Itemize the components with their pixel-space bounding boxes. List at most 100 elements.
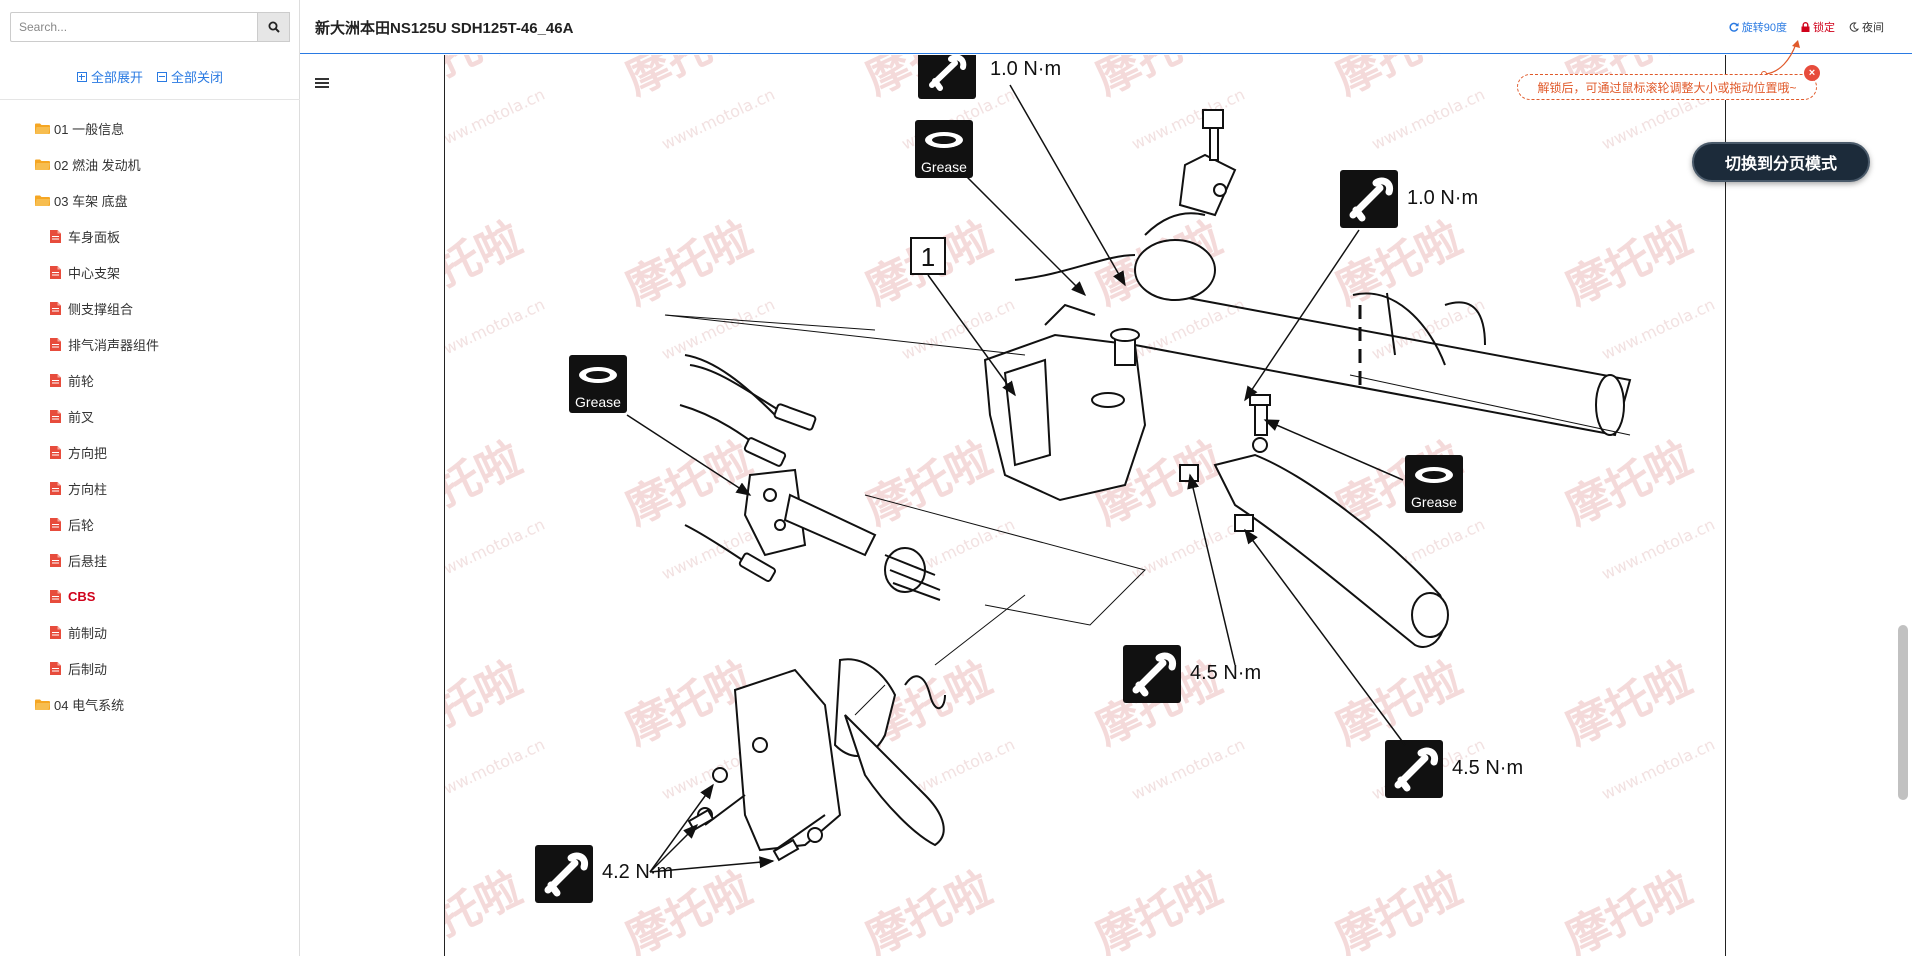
expand-all-button[interactable]: 全部展开	[76, 67, 143, 86]
switch-page-mode-button[interactable]: 切换到分页模式	[1692, 142, 1870, 182]
rotate-label: 旋转90度	[1741, 22, 1787, 34]
watermark-url: www.motola.cn	[445, 295, 548, 364]
watermark-text: 摩托啦	[1328, 55, 1469, 105]
watermark-url: www.motola.cn	[445, 515, 548, 584]
tree-file[interactable]: 后悬挂	[0, 542, 300, 578]
watermark-text: 摩托啦	[618, 55, 759, 105]
watermark-text: 摩托啦	[1558, 863, 1699, 956]
lock-button[interactable]: 锁定	[1801, 19, 1835, 35]
watermark-url: www.motola.cn	[899, 295, 1018, 364]
moon-icon	[1849, 22, 1859, 32]
expand-collapse-row: 全部展开 全部关闭	[0, 54, 300, 100]
file-icon	[50, 409, 61, 423]
rotate-button[interactable]: 旋转90度	[1729, 19, 1787, 35]
tree-item-label: 后轮	[68, 517, 95, 533]
tree-file[interactable]: 前叉	[0, 398, 300, 434]
cbs-housing	[983, 109, 1237, 502]
search-input[interactable]	[10, 12, 257, 42]
tree-file[interactable]: 车身面板	[0, 218, 300, 254]
handlebar-grip	[1134, 289, 1632, 437]
tree-file[interactable]: 后制动	[0, 650, 300, 686]
watermark-url: www.motola.cn	[1129, 515, 1248, 584]
svg-text:Grease: Grease	[575, 394, 621, 410]
tree-folder[interactable]: 04 电气系统	[0, 686, 300, 722]
tree-item-label: 车身面板	[68, 229, 121, 245]
watermark-text: 摩托啦	[1558, 653, 1699, 755]
watermark-text: 摩托啦	[1328, 213, 1469, 315]
page-title: 新大洲本田NS125U SDH125T-46_46A	[315, 20, 574, 37]
expand-all-label: 全部展开	[90, 70, 143, 85]
tree-file[interactable]: 后轮	[0, 506, 300, 542]
watermark-layer: 摩托啦 摩托啦 摩托啦 摩托啦 摩托啦 摩托啦 摩托啦 摩托啦 摩托啦 摩托啦 …	[445, 55, 1718, 956]
search-icon	[268, 21, 280, 33]
watermark-url: www.motola.cn	[1599, 515, 1718, 584]
minus-square-icon	[157, 71, 167, 82]
watermark-text: 摩托啦	[1088, 55, 1229, 105]
hint-close-button[interactable]: ×	[1804, 65, 1820, 81]
watermark-url: www.motola.cn	[1599, 295, 1718, 364]
svg-text:4.5 N·m: 4.5 N·m	[1452, 757, 1523, 779]
svg-text:1.0 N·m: 1.0 N·m	[990, 58, 1061, 80]
watermark-url: www.motola.cn	[659, 295, 778, 364]
tree-file[interactable]: 方向柱	[0, 470, 300, 506]
watermark-url: www.motola.cn	[1599, 735, 1718, 804]
watermark-url: www.motola.cn	[1129, 735, 1248, 804]
watermark-text: 摩托啦	[1328, 653, 1469, 755]
tree-file[interactable]: CBS	[0, 578, 300, 614]
night-mode-button[interactable]: 夜间	[1849, 19, 1884, 35]
tree-file[interactable]: 侧支撑组合	[0, 290, 300, 326]
callout-1: 1	[910, 237, 1016, 397]
tree-item-label: 后制动	[68, 661, 108, 677]
rear-plate-assembly	[687, 594, 1026, 862]
tree-folder[interactable]: 03 车架 底盘	[0, 182, 300, 218]
tree-file[interactable]: 前制动	[0, 614, 300, 650]
toolbar: 旋转90度 锁定 夜间	[1729, 19, 1884, 35]
tree-file[interactable]: 方向把	[0, 434, 300, 470]
watermark-text: 摩托啦	[858, 433, 999, 535]
tree-item-label: 侧支撑组合	[68, 301, 134, 317]
svg-text:Grease: Grease	[1411, 494, 1457, 510]
svg-text:1.0 N·m: 1.0 N·m	[1407, 187, 1478, 209]
watermark-text: 摩托啦	[1088, 863, 1229, 956]
svg-text:Grease: Grease	[921, 159, 967, 175]
file-icon	[50, 445, 61, 459]
manual-page: 摩托啦 摩托啦 摩托啦 摩托啦 摩托啦 摩托啦 摩托啦 摩托啦 摩托啦 摩托啦 …	[444, 55, 1726, 956]
viewer-scrollbar[interactable]	[1898, 625, 1908, 800]
tree-item-label: 中心支架	[68, 265, 121, 281]
file-icon	[50, 589, 61, 603]
tree-file[interactable]: 排气消声器组件	[0, 326, 300, 362]
torque-callout-1: 1.0 N·m	[918, 55, 1126, 287]
watermark-url: www.motola.cn	[1129, 85, 1248, 154]
file-icon	[50, 373, 61, 387]
tree-item-label: 后悬挂	[68, 553, 108, 569]
cables-and-switch	[664, 314, 1146, 626]
svg-text:4.5 N·m: 4.5 N·m	[1190, 662, 1261, 684]
grease-badge-left: Grease	[569, 355, 752, 496]
lock-icon	[1801, 22, 1810, 32]
watermark-url: www.motola.cn	[445, 85, 548, 154]
header-bar: 新大洲本田NS125U SDH125T-46_46A 旋转90度 锁定 夜间	[300, 0, 1912, 54]
svg-text:1: 1	[921, 242, 935, 272]
search-button[interactable]	[257, 12, 290, 42]
torque-callout-5: 4.2 N·m	[535, 783, 775, 903]
tree-file[interactable]: 中心支架	[0, 254, 300, 290]
file-icon	[50, 337, 61, 351]
collapse-all-button[interactable]: 全部关闭	[157, 67, 223, 86]
torque-callout-4: 4.5 N·m	[1244, 528, 1523, 798]
tree-item-label: 前制动	[68, 625, 108, 641]
watermark-text: 摩托啦	[445, 433, 529, 535]
tree-item-label: 前叉	[68, 409, 95, 425]
torque-callout-3: 4.5 N·m	[1123, 473, 1261, 703]
tree-file[interactable]: 前轮	[0, 362, 300, 398]
watermark-text: 摩托啦	[618, 433, 759, 535]
watermark-text: 摩托啦	[445, 213, 529, 315]
document-viewer[interactable]: 摩托啦 摩托啦 摩托啦 摩托啦 摩托啦 摩托啦 摩托啦 摩托啦 摩托啦 摩托啦 …	[300, 55, 1912, 956]
watermark-text: 摩托啦	[1558, 213, 1699, 315]
menu-toggle-icon[interactable]	[315, 78, 329, 90]
folder-icon	[35, 699, 50, 710]
cbs-exploded-diagram: 摩托啦 摩托啦 摩托啦 摩托啦 摩托啦 摩托啦 摩托啦 摩托啦 摩托啦 摩托啦 …	[445, 55, 1718, 956]
watermark-text: 摩托啦	[445, 653, 529, 755]
tree-folder[interactable]: 01 一般信息	[0, 110, 300, 146]
tree-folder[interactable]: 02 燃油 发动机	[0, 146, 300, 182]
